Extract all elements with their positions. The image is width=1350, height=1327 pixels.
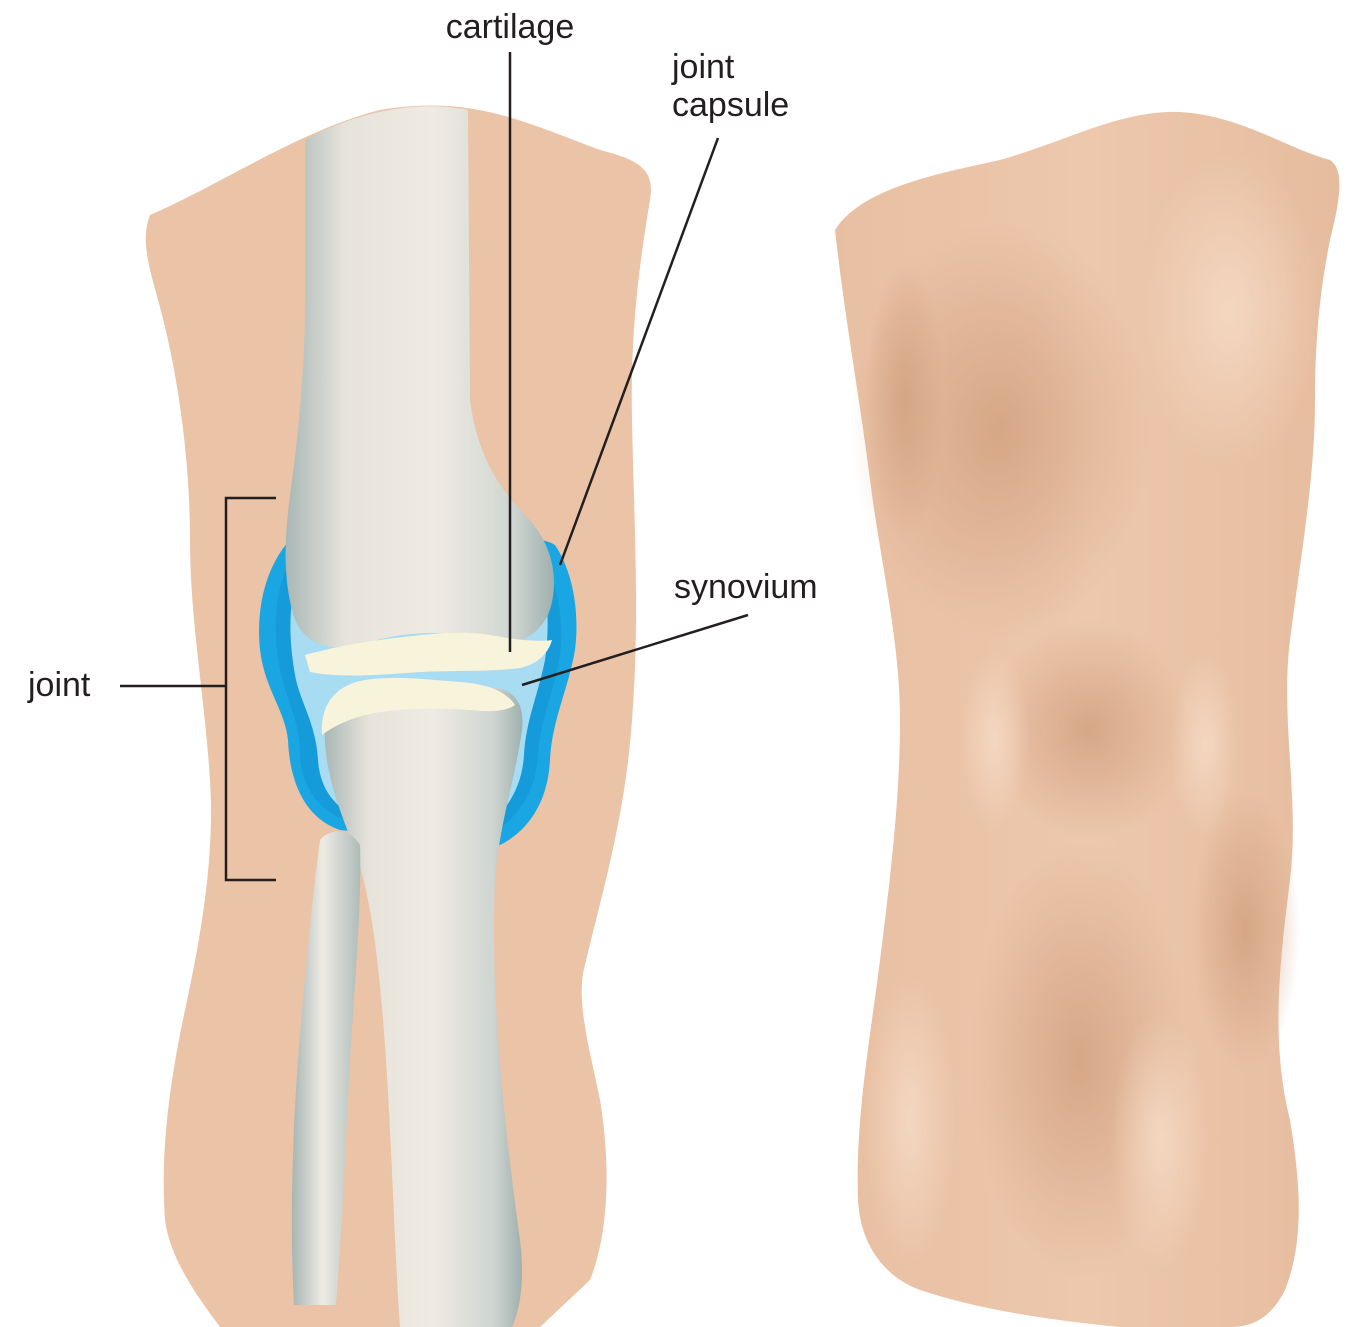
label-joint-capsule-line2: capsule	[672, 86, 789, 124]
cutaway-knee	[146, 106, 651, 1327]
side-shadow-left	[865, 260, 945, 540]
label-joint: joint	[27, 666, 91, 704]
thigh-highlight	[1140, 150, 1320, 470]
knee-highlight-left	[960, 650, 1030, 830]
label-cartilage: cartilage	[446, 8, 575, 46]
calf-shadow-right	[1190, 790, 1300, 1070]
external-knee	[835, 112, 1339, 1327]
label-synovium: synovium	[674, 568, 818, 606]
lower-highlight	[1110, 1010, 1210, 1270]
shin-highlight	[865, 970, 955, 1270]
label-joint-capsule-line1: joint	[671, 48, 735, 86]
